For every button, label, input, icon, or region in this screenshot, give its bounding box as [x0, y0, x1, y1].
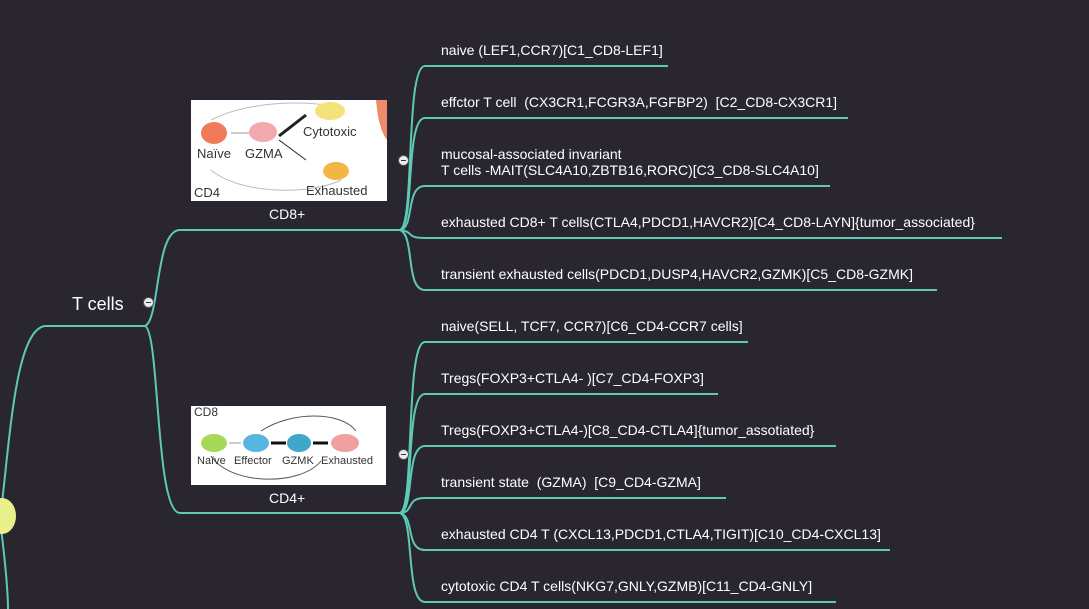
cd4-img-gzmk: GZMK — [282, 455, 314, 467]
exhausted-cells-icon — [331, 434, 359, 452]
gzmk-cells-icon — [287, 434, 311, 452]
cd8-img-exhausted: Exhausted — [306, 183, 368, 198]
cd4-branch-6 — [399, 512, 836, 603]
collapse-toggle-icon[interactable] — [398, 155, 409, 166]
cd8-child-3[interactable]: mucosal-associated invariant T cells -MA… — [441, 146, 819, 178]
cd4-child-4[interactable]: transient state (GZMA) [C9_CD4-GZMA] — [441, 474, 701, 490]
cd4-branch-5 — [399, 512, 890, 551]
partial-root-node[interactable] — [0, 498, 16, 534]
cd4-child-5[interactable]: exhausted CD4 T (CXCL13,PDCD1,CTLA4,TIGI… — [441, 526, 881, 542]
naive-cells-icon — [201, 434, 227, 452]
t-cells-node[interactable]: T cells — [72, 294, 124, 314]
gzma-cells-icon — [249, 122, 277, 142]
collapse-toggle-icon[interactable] — [398, 449, 409, 460]
cd4-img-corner: CD8 — [194, 406, 219, 419]
cd4-child-6[interactable]: cytotoxic CD4 T cells(NKG7,GNLY,GZMB)[C1… — [441, 578, 813, 594]
root-to-cd8-connector — [144, 229, 400, 327]
effector-cells-icon — [243, 434, 269, 452]
cd4-branch-2 — [399, 393, 718, 514]
cd4-branch-4 — [399, 497, 726, 514]
cd8-child-1[interactable]: naive (LEF1,CCR7)[C1_CD8-LEF1] — [441, 42, 663, 58]
cd8-child-5[interactable]: transient exhausted cells(PDCD1,DUSP4,HA… — [441, 266, 913, 282]
collapse-toggle-icon[interactable] — [143, 297, 154, 308]
cd4-child-2[interactable]: Tregs(FOXP3+CTLA4- )[C7_CD4-FOXP3] — [441, 370, 704, 386]
naive-cells-icon — [201, 122, 227, 144]
cd4-branch-3 — [399, 445, 836, 514]
cd4-diagram-lines — [210, 415, 357, 480]
cd4-img-effector: Effector — [234, 455, 272, 467]
cd4-node[interactable]: CD4+ — [269, 490, 306, 506]
cd8-branch-3 — [399, 185, 830, 231]
cd8-branch-2 — [399, 117, 848, 231]
cd4-child-1[interactable]: naive(SELL, TCF7, CCR7)[C6_CD4-CCR7 cell… — [441, 318, 743, 334]
cd8-node[interactable]: CD8+ — [269, 206, 306, 222]
cd8-img-corner: CD4 — [194, 185, 221, 200]
cd8-child-2[interactable]: effctor T cell (CX3CR1,FCGR3A,FGFBP2) [C… — [441, 94, 837, 110]
cd4-child-3[interactable]: Tregs(FOXP3+CTLA4-)[C8_CD4-CTLA4]{tumor_… — [441, 422, 815, 438]
cd8-branch-5 — [399, 229, 937, 291]
trunk-connector — [0, 325, 145, 521]
cd8-illustration: Naïve GZMA Cytotoxic Exhausted CD4 — [191, 100, 387, 201]
root-to-cd4-connector — [144, 325, 400, 514]
cd8-img-cytotoxic: Cytotoxic — [303, 124, 357, 139]
cd4-img-naive: Naïve — [197, 455, 226, 467]
cd8-child-4[interactable]: exhausted CD8+ T cells(CTLA4,PDCD1,HAVCR… — [441, 214, 975, 230]
exhausted-cells-icon — [323, 162, 349, 180]
cd4-img-exhausted: Exhausted — [321, 455, 373, 467]
cd8-img-naive: Naïve — [197, 146, 231, 161]
cd4-illustration: CD8 Naïve Effector GZMK Exhausted — [191, 406, 386, 485]
cytotoxic-cells-icon — [315, 102, 345, 120]
cd8-img-gzma: GZMA — [245, 146, 283, 161]
cd8-branch-4 — [399, 229, 1002, 239]
